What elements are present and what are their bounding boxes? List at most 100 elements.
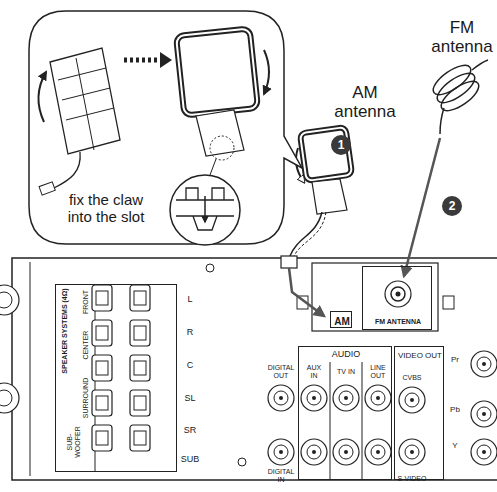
panel-edge [30,262,31,476]
rca-jack [471,439,497,465]
instruction-text: fix the claw into the slot [58,192,154,225]
screw-hole [238,458,246,466]
fm-antenna-socket: FM ANTENNA [362,266,432,330]
jack-label: LINE OUT [366,364,390,379]
side-knob-inner [0,292,12,308]
move-arrow [124,58,160,63]
rca-jack [268,385,294,411]
speaker-terminal [130,320,150,346]
leader-line [210,159,216,175]
antenna-plate [312,263,438,331]
channel-label: L [187,295,192,305]
jack-label: Y [452,442,457,451]
jack-label: Pb [450,406,460,415]
antenna-stand [196,110,244,156]
fm-wire-end [440,108,444,134]
part-name: AM antenna [332,84,398,121]
speaker-terminal [92,425,112,451]
channel-group: FRONT [82,290,90,314]
speaker-terminal [92,390,112,416]
channel-label: SL [184,394,195,404]
chassis-panel [12,258,497,480]
am-terminal: AM [330,311,352,328]
jack-label: DIGITAL IN [265,468,297,483]
bubble-outline [29,11,302,244]
antenna-plug [281,256,297,268]
rca-jack [333,439,359,465]
rca-jack [333,385,359,411]
callout-number: 1 [331,135,351,155]
speaker-terminal [92,355,112,381]
group-heading: AUDIO [332,350,361,360]
rotate-arrow [38,72,46,122]
rca-jack [399,387,425,413]
channel-group: CENTER [82,331,90,360]
antenna-wire [294,212,326,256]
antenna-plug [39,182,55,195]
detail-marker [210,136,234,160]
fm-socket-inner [391,287,405,301]
side-knob-inner [0,390,12,406]
channel-label: SUB [181,455,200,465]
insert-arrow [404,138,440,276]
rotate-arrow [264,50,269,94]
jack-label: CVBS [402,374,421,382]
antenna-base [50,48,120,154]
rca-jack [268,439,294,465]
fm-socket-pin [396,292,401,297]
screw-hole [206,264,214,272]
callout-number: 2 [442,196,462,216]
channel-label: SR [184,426,197,436]
speaker-terminal [130,425,150,451]
jack-label: DIGITAL OUT [265,364,297,379]
antenna-wire [54,152,80,188]
jack-label: TV IN [337,368,355,376]
channel-group: SURROUND [82,378,90,418]
loop-antenna [176,28,258,115]
magnifier [170,175,240,245]
speech-bubble: fix the claw into the slot [26,8,306,250]
divider-line [330,362,331,480]
fm-wire-end [472,60,488,70]
mount-slot [443,296,454,309]
rca-jack [365,385,391,411]
loop-antenna-core [176,28,258,115]
channel-group: SUB-WOOFER [66,423,81,461]
group-heading: FM ANTENNA [375,318,421,326]
move-arrow-head [160,52,172,68]
speaker-terminal [92,285,112,311]
video-out-group: VIDEO OUT [394,346,444,480]
side-knob [0,383,19,413]
speaker-terminal [130,285,150,311]
antenna-wire [290,212,322,256]
am-loop-antenna-core [300,127,352,181]
speaker-terminal [130,355,150,381]
rca-jack [301,385,327,411]
side-knob [0,285,19,315]
group-heading: AM [334,315,350,326]
rca-jack [471,351,497,377]
group-heading: SPEAKER SYSTEMS (4Ω) [61,288,69,373]
svideo-jack [399,439,425,465]
jack-label: AUX IN [304,364,324,379]
antenna-stand [312,179,347,214]
jack-label: Pr [451,356,459,365]
divider-line [362,362,363,480]
speaker-terminal [130,390,150,416]
rca-jack [365,439,391,465]
channel-label: R [187,328,194,338]
fm-socket [385,281,411,307]
insert-arrow [204,196,206,222]
base-ribs [58,58,114,150]
speaker-terminal [92,320,112,346]
part-name: FM antenna [429,19,495,56]
group-heading: VIDEO OUT [398,352,442,361]
insert-arrow [289,268,324,316]
rca-jack [471,401,497,427]
rca-jack [301,439,327,465]
